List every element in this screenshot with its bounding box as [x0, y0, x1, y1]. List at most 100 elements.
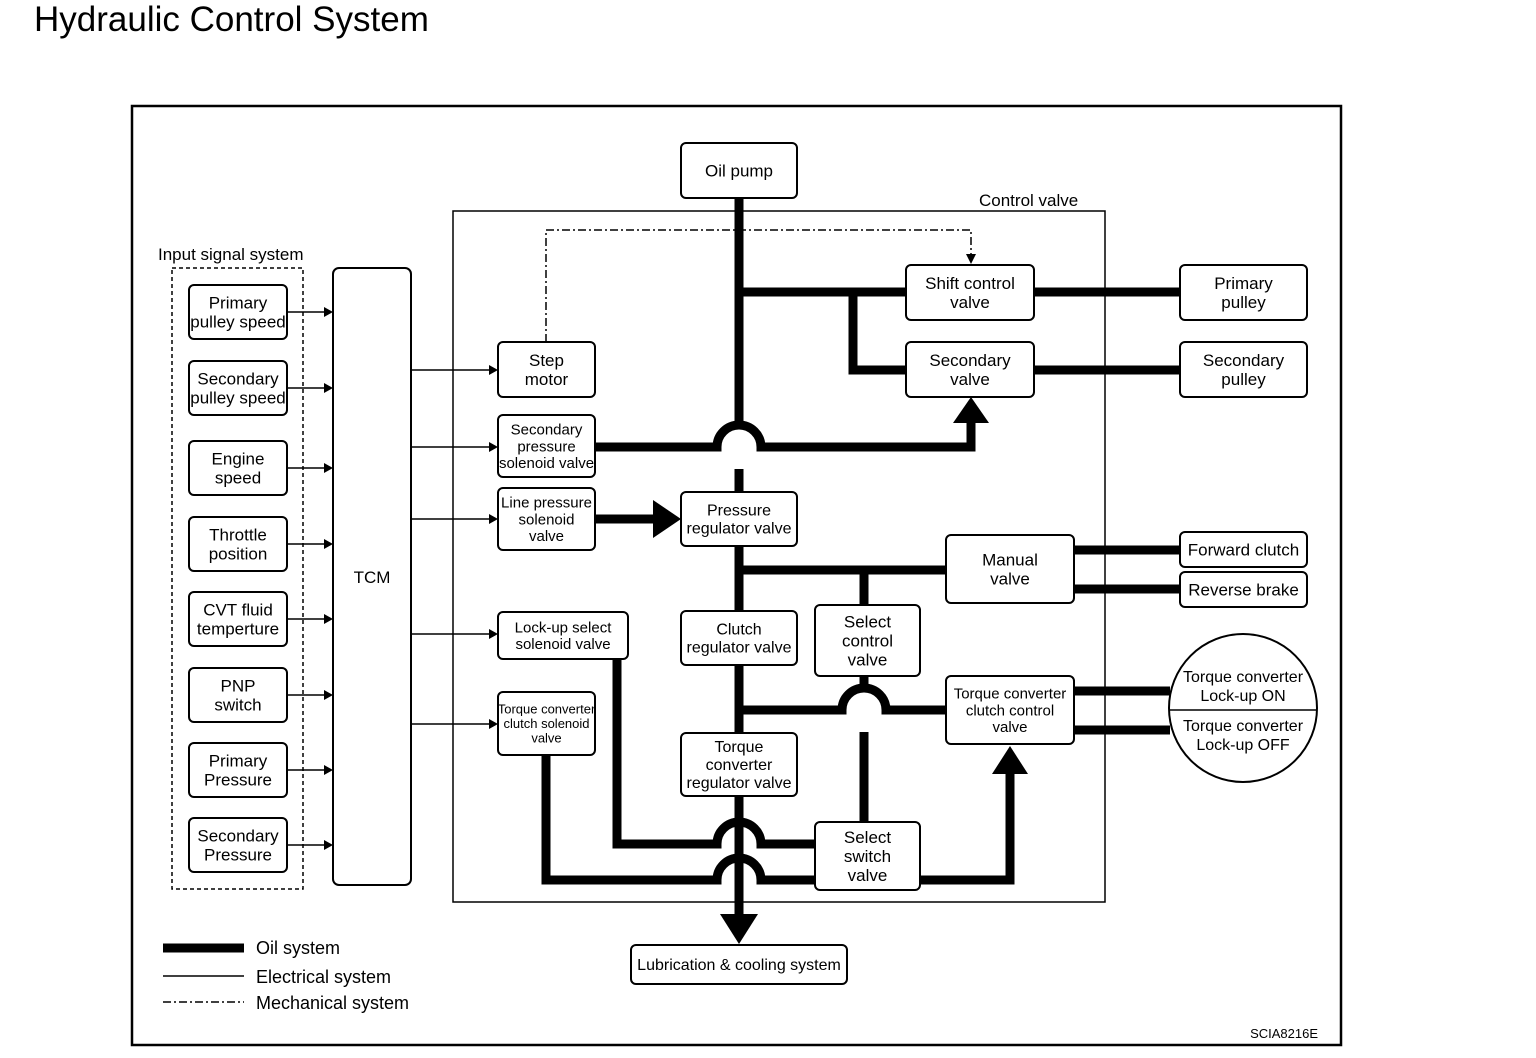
- primary-pulley-line1: Primary: [1214, 274, 1273, 293]
- lockup-off-line2: Lock-up OFF: [1196, 737, 1290, 754]
- forward-clutch: Forward clutch: [1179, 531, 1308, 568]
- input-box-7-line2: Pressure: [204, 770, 272, 789]
- primary-pulley-line2: pulley: [1221, 293, 1266, 312]
- line-pressure-solenoid-line1: Line pressure: [501, 494, 592, 511]
- shift-control-valve-line1: Shift control: [925, 274, 1015, 293]
- tc-regulator-valve-line2: converter: [706, 757, 773, 774]
- page-title: Hydraulic Control System: [34, 0, 429, 39]
- lockup-select-solenoid-line1: Lock-up select: [515, 619, 613, 636]
- line-pressure-solenoid-line2: solenoid: [519, 511, 575, 528]
- pressure-regulator-valve-line1: Pressure: [707, 503, 771, 520]
- lockup-on-line2: Lock-up ON: [1200, 688, 1285, 705]
- lubrication-cooling-box: Lubrication & cooling system: [630, 944, 848, 985]
- lockup-select-solenoid-line2: solenoid valve: [515, 636, 610, 653]
- input-signal-group: [171, 267, 304, 890]
- control-valve-label: Control valve: [979, 191, 1078, 210]
- input-box-5-line1: CVT fluid: [203, 600, 273, 619]
- input-box-5-line2: temperture: [197, 619, 279, 638]
- secondary-pressure-solenoid-line1: Secondary: [511, 421, 583, 438]
- clutch-regulator-valve-line1: Clutch: [716, 622, 761, 639]
- input-box-4-line2: position: [209, 544, 268, 563]
- manual-valve-line1: Manual: [982, 550, 1038, 569]
- pressure-regulator-valve-line2: regulator valve: [687, 521, 792, 538]
- manual-valve-line2: valve: [990, 569, 1030, 588]
- legend: Oil system Electrical system Mechanical …: [163, 938, 409, 1013]
- lubrication-cooling-box-line1: Lubrication & cooling system: [637, 957, 841, 974]
- oil-pump-box: Oil pump: [680, 142, 798, 199]
- tc-clutch-solenoid-line1: Torque converter: [498, 701, 596, 716]
- input-box-6-line2: switch: [214, 695, 261, 714]
- outer-frame: [130, 104, 1343, 1047]
- input-box-8-line1: Secondary: [197, 826, 279, 845]
- lockup-off-line1: Torque converter: [1183, 718, 1304, 735]
- select-control-valve-line2: control: [842, 631, 893, 650]
- secondary-pressure-solenoid-line3: solenoid valve: [499, 455, 594, 472]
- secondary-valve-line1: Secondary: [929, 351, 1011, 370]
- tcm-box: [332, 267, 412, 886]
- select-control-valve-line1: Select: [844, 612, 892, 631]
- tc-clutch-solenoid-line2: clutch solenoid: [504, 716, 590, 731]
- tc-clutch-control-valve-line1: Torque converter: [954, 685, 1067, 702]
- shift-control-valve-line2: valve: [950, 293, 990, 312]
- reverse-brake-line1: Reverse brake: [1188, 580, 1299, 599]
- secondary-pulley-line1: Secondary: [1203, 351, 1285, 370]
- step-motor-line1: Step: [529, 351, 564, 370]
- input-box-6-line1: PNP: [221, 676, 256, 695]
- secondary-valve-line2: valve: [950, 370, 990, 389]
- figure-code: SCIA8216E: [1250, 1026, 1318, 1041]
- legend-electrical: Electrical system: [256, 967, 391, 987]
- input-box-1-line1: Primary: [209, 293, 268, 312]
- tcm-label: TCM: [354, 568, 391, 587]
- line-pressure-solenoid-line3: valve: [529, 528, 564, 545]
- reverse-brake: Reverse brake: [1179, 571, 1308, 608]
- input-box-7-line1: Primary: [209, 751, 268, 770]
- oil-pump-box-line1: Oil pump: [705, 161, 773, 180]
- select-switch-valve-line3: valve: [848, 866, 888, 885]
- input-arrows: [287, 307, 333, 850]
- input-signal-label: Input signal system: [158, 245, 304, 264]
- tc-regulator-valve-line3: regulator valve: [687, 775, 792, 792]
- input-box-1-line2: pulley speed: [190, 312, 285, 331]
- secondary-pressure-solenoid-line2: pressure: [517, 438, 575, 455]
- forward-clutch-line1: Forward clutch: [1188, 540, 1299, 559]
- input-box-3-line1: Engine: [212, 449, 265, 468]
- tc-clutch-solenoid-line3: valve: [531, 731, 561, 746]
- legend-mechanical: Mechanical system: [256, 993, 409, 1013]
- clutch-regulator-valve-line2: regulator valve: [687, 640, 792, 657]
- mechanical-link: [545, 229, 976, 342]
- tcm-output-lines: [411, 365, 498, 729]
- lockup-circle: Torque converter Lock-up ON Torque conve…: [1168, 633, 1318, 783]
- select-switch-valve-line2: switch: [844, 847, 891, 866]
- step-motor-line2: motor: [525, 370, 569, 389]
- select-switch-valve-line1: Select: [844, 828, 892, 847]
- tc-regulator-valve-line1: Torque: [715, 739, 764, 756]
- input-box-2-line2: pulley speed: [190, 388, 285, 407]
- secondary-pulley-line2: pulley: [1221, 370, 1266, 389]
- control-valve-group: [452, 210, 1106, 903]
